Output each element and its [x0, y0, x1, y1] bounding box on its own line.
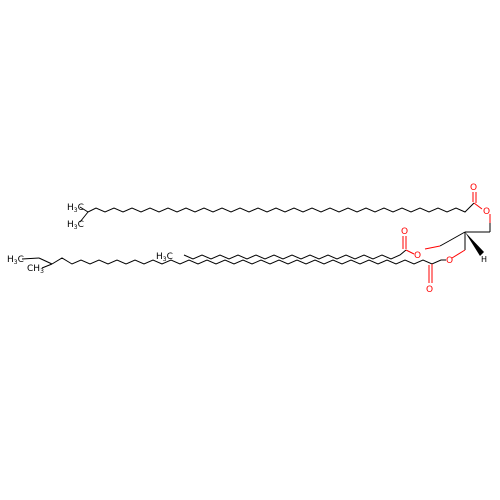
bottom-ester-bond	[451, 249, 466, 259]
middle-ester-bond-b	[405, 249, 415, 255]
top-branch-bond-lower	[79, 211, 89, 223]
methyl-label-c: H3C	[67, 203, 84, 214]
middle-chain-bonds	[183, 249, 407, 260]
glycerol-backbone: H	[424, 223, 491, 264]
top-carbonyl-oxygen: O	[470, 183, 477, 193]
top-ester-bond-a	[473, 202, 483, 210]
bottom-ethyl-terminal-label: H3C	[7, 255, 24, 266]
top-branch-bond-upper	[79, 206, 89, 213]
middle-ester-oxygen: O	[414, 251, 421, 261]
methyl-label-c: H3C	[67, 220, 84, 231]
top-methyl-upper-label: H3C	[67, 203, 84, 214]
bottom-branch-bond-ethyl	[38, 257, 53, 265]
top-ester-oxygen: O	[483, 207, 490, 217]
bottom-carbonyl-oxygen: O	[426, 285, 433, 295]
stereo-hydrogen: H	[481, 255, 487, 264]
backbone-c2-c3	[448, 231, 466, 242]
middle-terminal-methyl-label: H3C	[156, 252, 173, 263]
top-chain-bonds	[87, 202, 475, 213]
bottom-acyl-chain: O O H3C CH3	[7, 255, 453, 295]
bottom-ethyl-bond	[21, 257, 40, 260]
bottom-branch-methyl-label: CH3	[27, 264, 44, 275]
bottom-branch-bond-methyl	[41, 263, 53, 269]
stereo-wedge	[465, 232, 484, 256]
middle-carbonyl-oxygen: O	[401, 227, 408, 237]
middle-ester-bond	[424, 245, 441, 250]
methyl-label-c: H3C	[156, 252, 173, 263]
methyl-label-c: H3C	[7, 255, 24, 266]
methyl-label-c: CH3	[27, 264, 44, 275]
bottom-ester-oxygen: O	[446, 256, 453, 266]
backbone-c3-o	[439, 240, 450, 247]
top-methyl-lower-label: H3C	[67, 220, 84, 231]
top-acyl-chain: O O H3C H3C	[67, 183, 491, 231]
bottom-chain-bonds	[51, 257, 446, 265]
middle-acyl-chain: O O H3C	[156, 227, 421, 263]
